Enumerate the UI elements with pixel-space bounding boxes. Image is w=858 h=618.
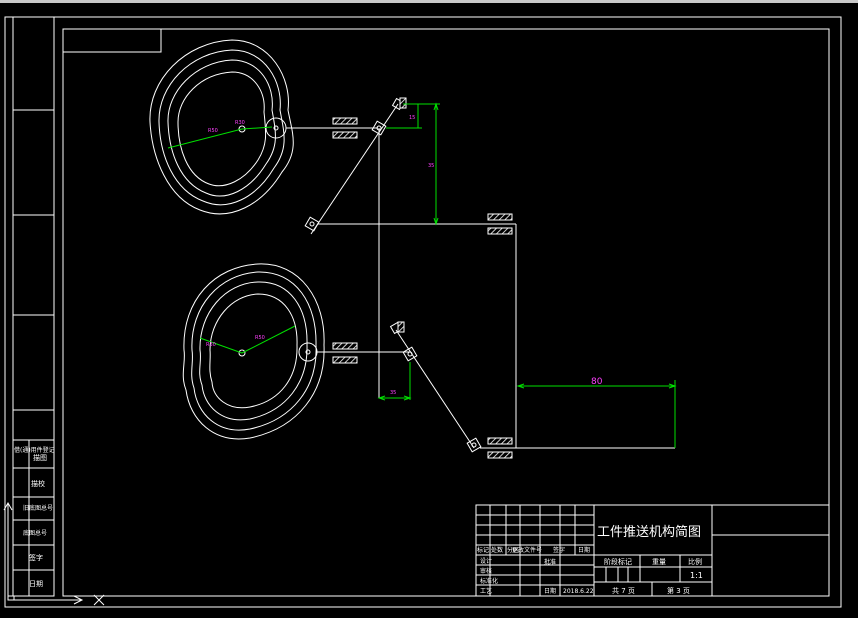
corner-code-box <box>62 28 162 53</box>
left-strip <box>12 17 55 597</box>
tb-weight-label: 重量 <box>652 558 666 566</box>
inner-frame <box>62 28 830 597</box>
tb-sheet-no: 第 3 页 <box>667 586 690 595</box>
tb-row-2: 标准化 <box>480 577 498 585</box>
tb-header-5: 日期 <box>578 546 590 554</box>
dim-15: 15 <box>409 115 415 121</box>
strip-cell-6: 日期 <box>29 580 43 588</box>
tb-header-4: 签字 <box>553 546 565 554</box>
title-block <box>475 504 830 597</box>
tb-scale-value: 1:1 <box>690 571 703 580</box>
tb-row-0: 设计 <box>480 557 492 565</box>
dim-cam1-inner: R30 <box>235 120 245 126</box>
tb-stage-label: 阶段标记 <box>604 557 632 566</box>
dimensions <box>377 102 677 448</box>
ucs-icon <box>3 501 105 606</box>
tb-header-1: 处数 <box>491 546 503 554</box>
tb-approval: 批准 <box>544 558 556 566</box>
dim-cam2-outer: R50 <box>255 335 265 341</box>
tb-header-2: 分区 <box>507 546 519 554</box>
tb-date-label: 日期 <box>544 587 556 595</box>
drawing-title: 工件推送机构简图 <box>597 524 701 540</box>
dim-cam2-inner: R30 <box>206 342 216 348</box>
strip-cell-0: 借(通)用件登记 <box>14 446 55 454</box>
push-mechanism-linkage[interactable] <box>286 97 675 459</box>
tb-sheets: 共 7 页 <box>612 586 635 595</box>
tb-header-0: 标记 <box>477 546 489 554</box>
strip-cell-1: 描图 <box>33 453 47 462</box>
outer-frame <box>4 16 842 608</box>
strip-cell-5: 签字 <box>29 553 43 562</box>
strip-cell-3: 旧底图总号 <box>23 504 53 512</box>
upper-cam[interactable] <box>149 39 294 215</box>
tb-scale-label: 比例 <box>688 557 702 566</box>
tb-row-1: 审核 <box>480 567 492 575</box>
window-top-bar <box>0 0 858 3</box>
dim-35-horizontal: 35 <box>390 390 396 396</box>
dim-cam1-outer: R50 <box>208 128 218 134</box>
tb-row-3: 工艺 <box>480 587 492 595</box>
dim-35-vertical: 35 <box>428 163 434 169</box>
dim-80: 80 <box>591 377 603 387</box>
strip-cell-2: 描校 <box>31 479 45 488</box>
tb-date-value: 2018.6.22 <box>563 588 594 595</box>
tb-header-3: 更改文件号 <box>512 546 542 554</box>
lower-cam[interactable] <box>182 263 325 440</box>
strip-cell-4: 底图总号 <box>23 529 47 537</box>
